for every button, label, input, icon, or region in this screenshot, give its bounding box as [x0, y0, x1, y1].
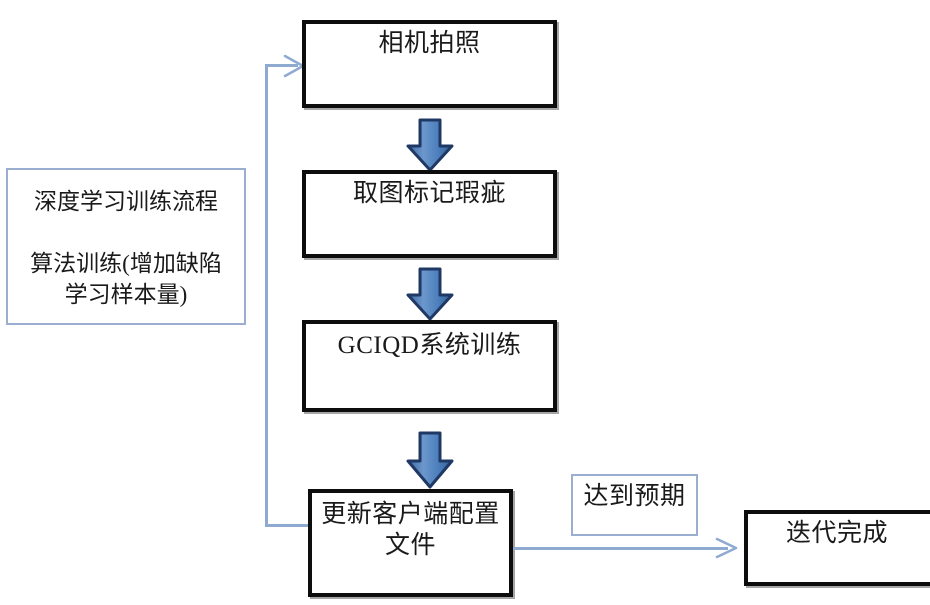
legend-panel [6, 168, 246, 325]
feedback-line-top-segment [265, 64, 298, 67]
node-update-client-config[interactable] [308, 489, 513, 597]
node-gciqd-training-label: GCIQD系统训练 [337, 332, 522, 359]
node-camera-label: 相机拍照 [378, 30, 481, 57]
node-mark-defects[interactable] [302, 170, 557, 258]
feedback-line-vertical-segment [265, 64, 268, 527]
annotation-expected [571, 474, 698, 536]
node-iteration-complete[interactable] [744, 510, 930, 586]
arrow-camera-to-mark-icon [406, 118, 454, 172]
node-gciqd-training[interactable] [302, 320, 557, 412]
legend-body: 算法训练(增加缺陷 学习样本量) [30, 251, 222, 307]
arrow-train-to-update-icon [406, 431, 454, 489]
feedback-line-bottom-segment [265, 524, 310, 527]
node-mark-defects-label: 取图标记瑕疵 [352, 180, 506, 207]
node-update-client-config-label: 更新客户端配置 文件 [321, 501, 500, 559]
node-iteration-complete-label: 迭代完成 [785, 520, 888, 547]
arrow-mark-to-train-icon [406, 267, 454, 321]
annotation-expected-label: 达到预期 [583, 483, 686, 510]
edge-update-to-done-arrowhead-icon [715, 537, 738, 559]
legend-heading: 深度学习训练流程 [34, 189, 218, 214]
edge-update-to-done-line [513, 547, 728, 550]
node-camera[interactable] [302, 20, 557, 108]
